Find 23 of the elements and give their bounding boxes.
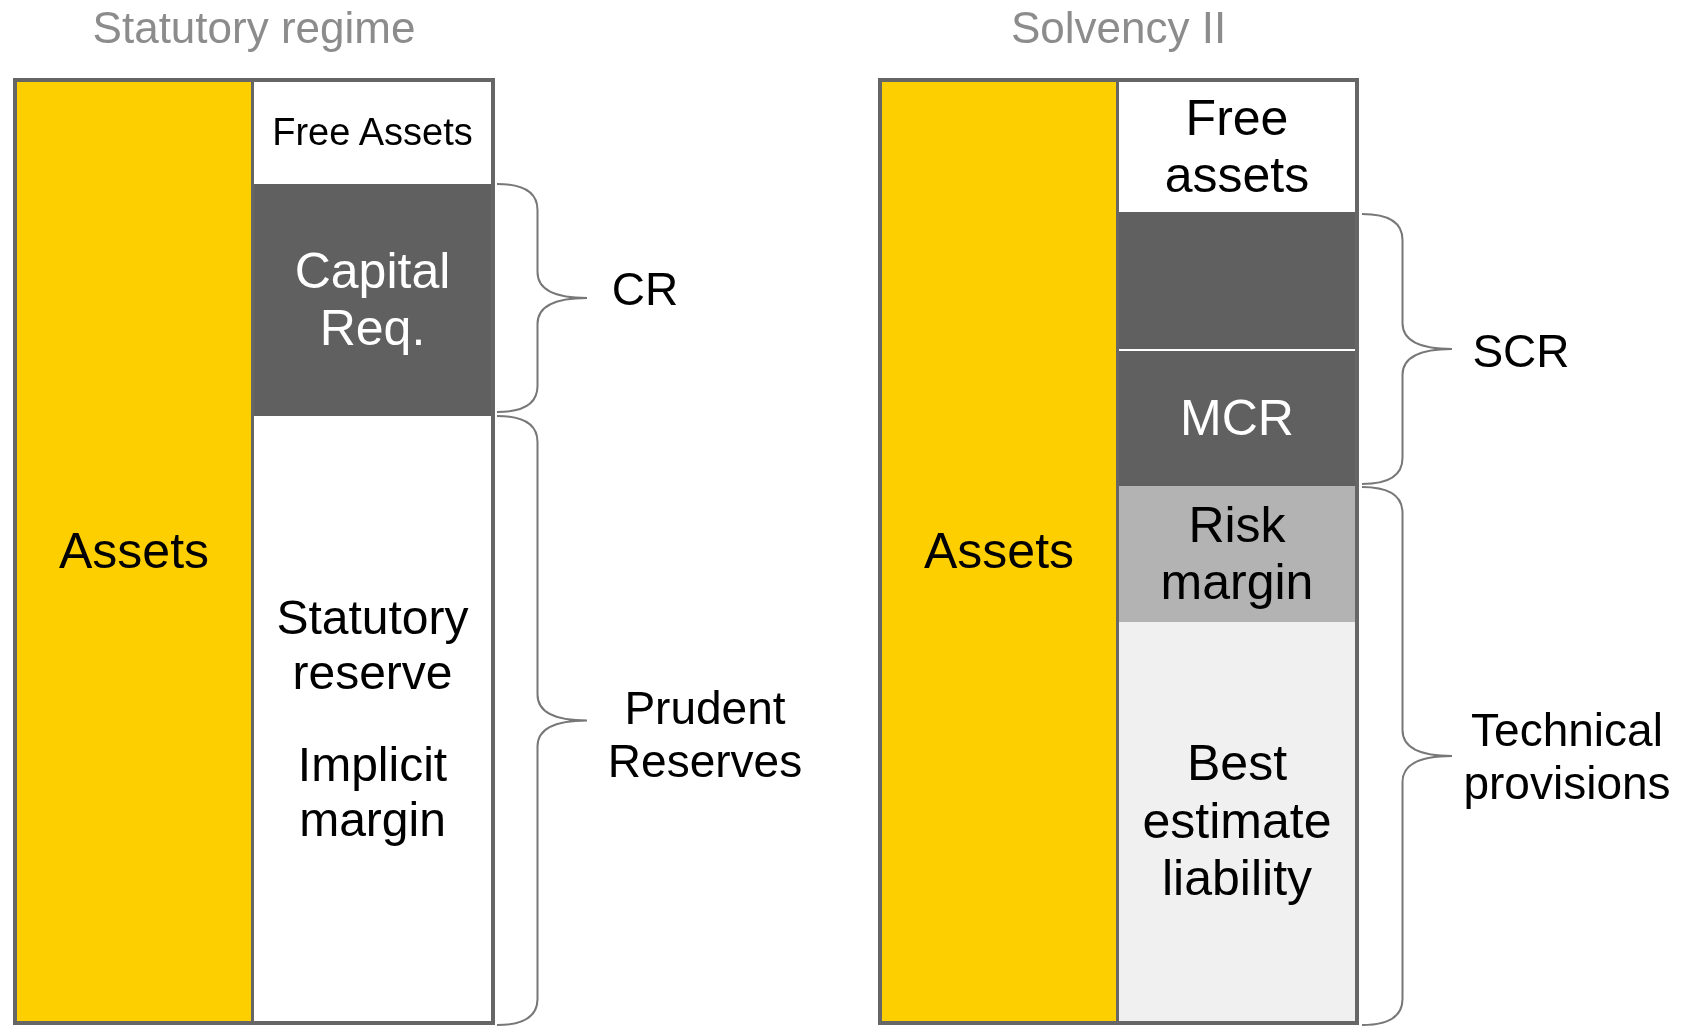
brace-label: SCR <box>1471 323 1571 379</box>
brace-label: Technical provisions <box>1462 703 1672 811</box>
band-label: Best estimate liability <box>1141 735 1333 908</box>
brace-label: CR <box>610 261 680 317</box>
band-label: Statutory reserve <box>275 590 470 701</box>
balance-band <box>1119 349 1355 486</box>
band-label: Assets <box>58 522 210 581</box>
band-label: Free Assets <box>272 111 473 155</box>
band-label: Implicit margin <box>296 736 449 847</box>
panel-title: Statutory regime <box>91 4 417 53</box>
band-label: Assets <box>923 522 1075 581</box>
brace-label: Prudent Reserves <box>606 681 804 789</box>
band-label: Risk margin <box>1159 496 1315 612</box>
filled-band <box>1119 212 1355 349</box>
balance-band <box>1119 622 1355 1021</box>
panel-title: Solvency II <box>1009 4 1228 53</box>
band-label: Capital Req. <box>293 242 452 358</box>
balance-band <box>17 82 254 1021</box>
band-label: Free assets <box>1163 89 1311 205</box>
band-label: MCR <box>1180 389 1294 448</box>
balance-band <box>254 184 491 416</box>
balance-band <box>1119 486 1355 622</box>
balance-band <box>882 82 1119 1021</box>
